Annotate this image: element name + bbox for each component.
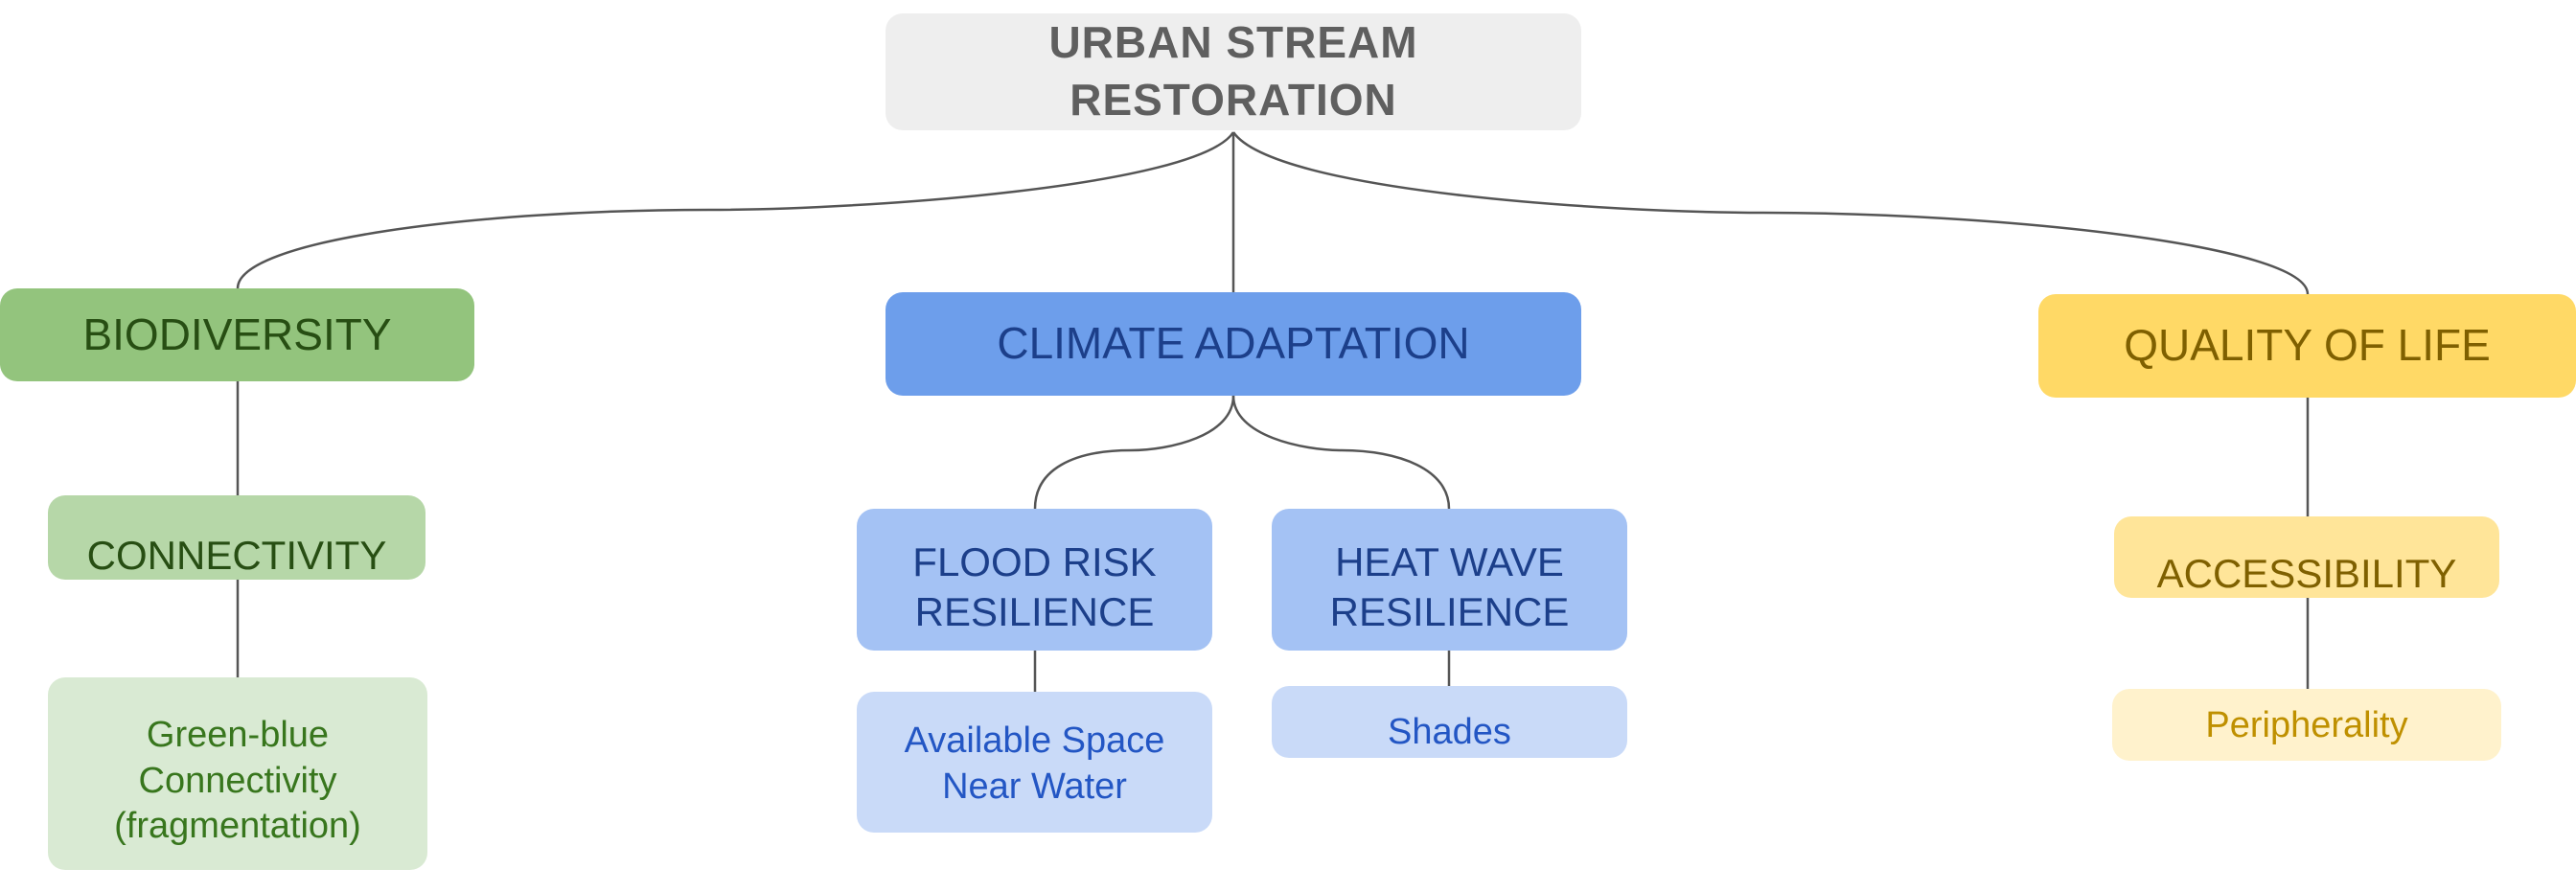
climate-adaptation-node: CLIMATE ADAPTATION [886, 292, 1581, 396]
connector-climate-flood [1033, 395, 1235, 510]
accessibility-node: ACCESSIBILITY [2114, 516, 2499, 598]
accessibility-label: ACCESSIBILITY [2156, 551, 2457, 597]
quality-of-life-label: QUALITY OF LIFE [2124, 320, 2491, 371]
flood-risk-resilience-label: FLOOD RISK RESILIENCE [912, 538, 1157, 635]
peripherality-label: Peripherality [2205, 704, 2408, 745]
green-blue-connectivity-node: Green-blue Connectivity (fragmentation) [48, 677, 427, 870]
connector-climate-heat [1231, 395, 1451, 510]
shades-node: Shades [1272, 686, 1627, 758]
biodiversity-node: BIODIVERSITY [0, 288, 474, 381]
climate-adaptation-label: CLIMATE ADAPTATION [997, 318, 1470, 369]
shades-label: Shades [1388, 711, 1511, 752]
available-space-node: Available Space Near Water [857, 692, 1212, 833]
flood-risk-resilience-node: FLOOD RISK RESILIENCE [857, 509, 1212, 651]
root-label: URBAN STREAM RESTORATION [1048, 17, 1418, 125]
connectivity-node: CONNECTIVITY [48, 495, 426, 580]
green-blue-connectivity-label: Green-blue Connectivity (fragmentation) [114, 715, 361, 847]
biodiversity-label: BIODIVERSITY [82, 309, 392, 359]
connectivity-label: CONNECTIVITY [86, 532, 387, 578]
heat-wave-resilience-label: HEAT WAVE RESILIENCE [1329, 538, 1570, 635]
quality-of-life-node: QUALITY OF LIFE [2038, 294, 2576, 398]
heat-wave-resilience-node: HEAT WAVE RESILIENCE [1272, 509, 1627, 651]
connector-root-quality [1231, 131, 2310, 295]
root-node: URBAN STREAM RESTORATION [886, 13, 1581, 130]
peripherality-node: Peripherality [2112, 689, 2501, 761]
connector-root-biodiversity [236, 131, 1235, 289]
available-space-label: Available Space Near Water [904, 720, 1165, 807]
